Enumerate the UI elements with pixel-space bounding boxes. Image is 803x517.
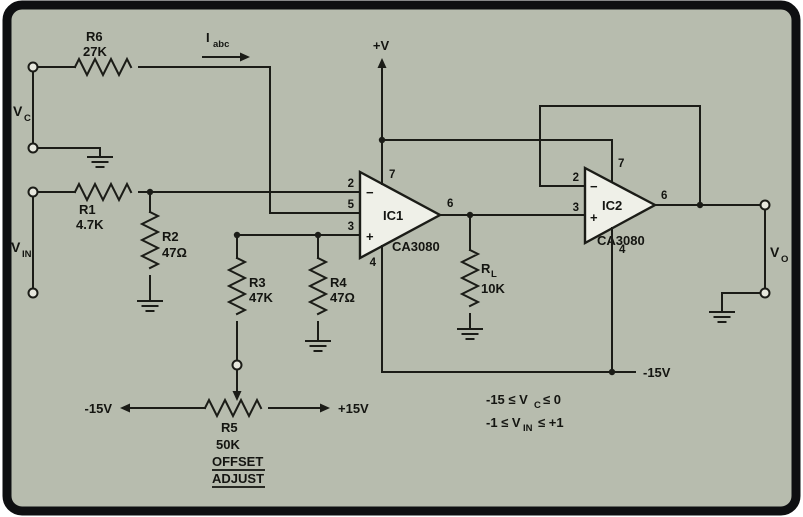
pot-left-supply-label: -15V xyxy=(85,401,113,416)
ic2-pin7-label: 7 xyxy=(618,158,624,170)
vo-terminal-top xyxy=(759,199,771,211)
vo-output-port: V O xyxy=(709,199,788,323)
ic1-pin3-label: 3 xyxy=(348,221,354,233)
rl-value: 10K xyxy=(481,281,505,296)
vin-terminal-bottom xyxy=(27,287,39,299)
rl-label: R xyxy=(481,261,491,276)
wire-ic1-pin4-to-rail xyxy=(381,245,636,373)
wire-feedback xyxy=(539,105,701,206)
opamp-triangle xyxy=(358,169,443,261)
opamp-triangle xyxy=(583,166,658,246)
eq1-post: ≤ 0 xyxy=(543,392,561,407)
vin-terminal-top xyxy=(27,186,39,198)
r1-value: 4.7K xyxy=(76,217,104,232)
wire xyxy=(721,292,762,304)
eq2-pre: -1 ≤ V xyxy=(486,415,521,430)
ic1-opamp: 2 5 3 − + IC1 7 4 6 CA3080 xyxy=(348,169,454,269)
r1-label: R1 xyxy=(79,202,96,217)
ic1-pin6-label: 6 xyxy=(447,198,453,210)
r5-offset-pot: -15V +15V R5 50K OFFSET ADJUST xyxy=(85,359,369,488)
vc-input-port: V C xyxy=(13,61,113,168)
wire-vc-to-ic1-pin5 xyxy=(138,66,361,214)
eq1-pre: -15 ≤ V xyxy=(486,392,528,407)
neg-rail-label: -15V xyxy=(643,365,671,380)
r2-value: 47Ω xyxy=(162,245,187,260)
ic2-pin2-label: 2 xyxy=(573,172,579,184)
feedback-loop xyxy=(539,105,762,209)
vin-input-port: V IN xyxy=(11,186,39,299)
iabc-label-sub: abc xyxy=(213,39,229,50)
rl-load-resistor: R L 10K xyxy=(457,211,505,340)
ic2-part-number: CA3080 xyxy=(597,233,645,248)
vo-label: V xyxy=(770,244,780,260)
rl-label-sub: L xyxy=(491,269,497,280)
r3-label: R3 xyxy=(249,275,266,290)
ic2-pin3-label: 3 xyxy=(573,202,579,214)
vin-label-sub: IN xyxy=(22,249,32,260)
vc-label-sub: C xyxy=(24,113,31,124)
eq2-sub: IN xyxy=(523,423,533,434)
ic2-noninverting-sign: + xyxy=(590,210,598,225)
ic1-inverting-sign: − xyxy=(366,185,374,200)
operating-range-equations: -15 ≤ V C ≤ 0 -1 ≤ V IN ≤ +1 xyxy=(486,392,564,434)
eq2-post: ≤ +1 xyxy=(538,415,564,430)
r2-label: R2 xyxy=(162,229,179,244)
r6-resistor: R6 27K xyxy=(36,29,361,214)
ic2-pin4-label: 4 xyxy=(619,244,626,256)
ic2-name: IC2 xyxy=(602,198,622,213)
r3-value: 47K xyxy=(249,290,273,305)
r4-label: R4 xyxy=(330,275,347,290)
vc-terminal-bottom xyxy=(27,142,39,154)
r6-label: R6 xyxy=(86,29,103,44)
r4-resistor: R4 47Ω xyxy=(305,231,355,352)
ic1-part-number: CA3080 xyxy=(392,239,440,254)
plus-v-label: +V xyxy=(373,38,390,53)
r4-value: 47Ω xyxy=(330,290,355,305)
wire-supply-to-ic2-pin7 xyxy=(381,139,613,183)
r1-resistor: R1 4.7K xyxy=(36,183,361,232)
r5-caption-line1: OFFSET xyxy=(212,454,263,469)
eq1-sub: C xyxy=(534,400,541,411)
r3-resistor: R3 47K xyxy=(228,231,361,362)
r5-label: R5 xyxy=(221,420,238,435)
vo-terminal-bottom xyxy=(759,287,771,299)
r6-value: 27K xyxy=(83,44,107,59)
ic1-name: IC1 xyxy=(383,208,403,223)
iabc-current-label: I abc xyxy=(202,30,250,62)
ic1-pin2-label: 2 xyxy=(348,178,354,190)
junction-dot xyxy=(608,368,616,376)
ic2-pin6-label: 6 xyxy=(661,190,667,202)
vc-terminal-top xyxy=(27,61,39,73)
ic1-pin4-label: 4 xyxy=(370,257,377,269)
ic1-noninverting-sign: + xyxy=(366,229,374,244)
vin-label: V xyxy=(11,239,21,255)
ic2-inverting-sign: − xyxy=(590,179,598,194)
vc-label: V xyxy=(13,103,23,119)
wiper-terminal xyxy=(231,359,243,371)
ic2-opamp: 2 3 − + IC2 7 4 6 CA3080 xyxy=(573,158,668,256)
ic1-pin5-label: 5 xyxy=(348,199,355,211)
pot-right-supply-label: +15V xyxy=(338,401,369,416)
iabc-label: I xyxy=(206,30,210,45)
positive-supply: +V xyxy=(373,38,613,185)
ic1-pin7-label: 7 xyxy=(389,169,395,181)
r5-value: 50K xyxy=(216,437,240,452)
r5-caption-line2: ADJUST xyxy=(212,471,264,486)
r2-resistor: R2 47Ω xyxy=(137,188,187,312)
negative-supply-rail: -15V xyxy=(381,227,671,380)
vo-label-sub: O xyxy=(781,254,788,265)
